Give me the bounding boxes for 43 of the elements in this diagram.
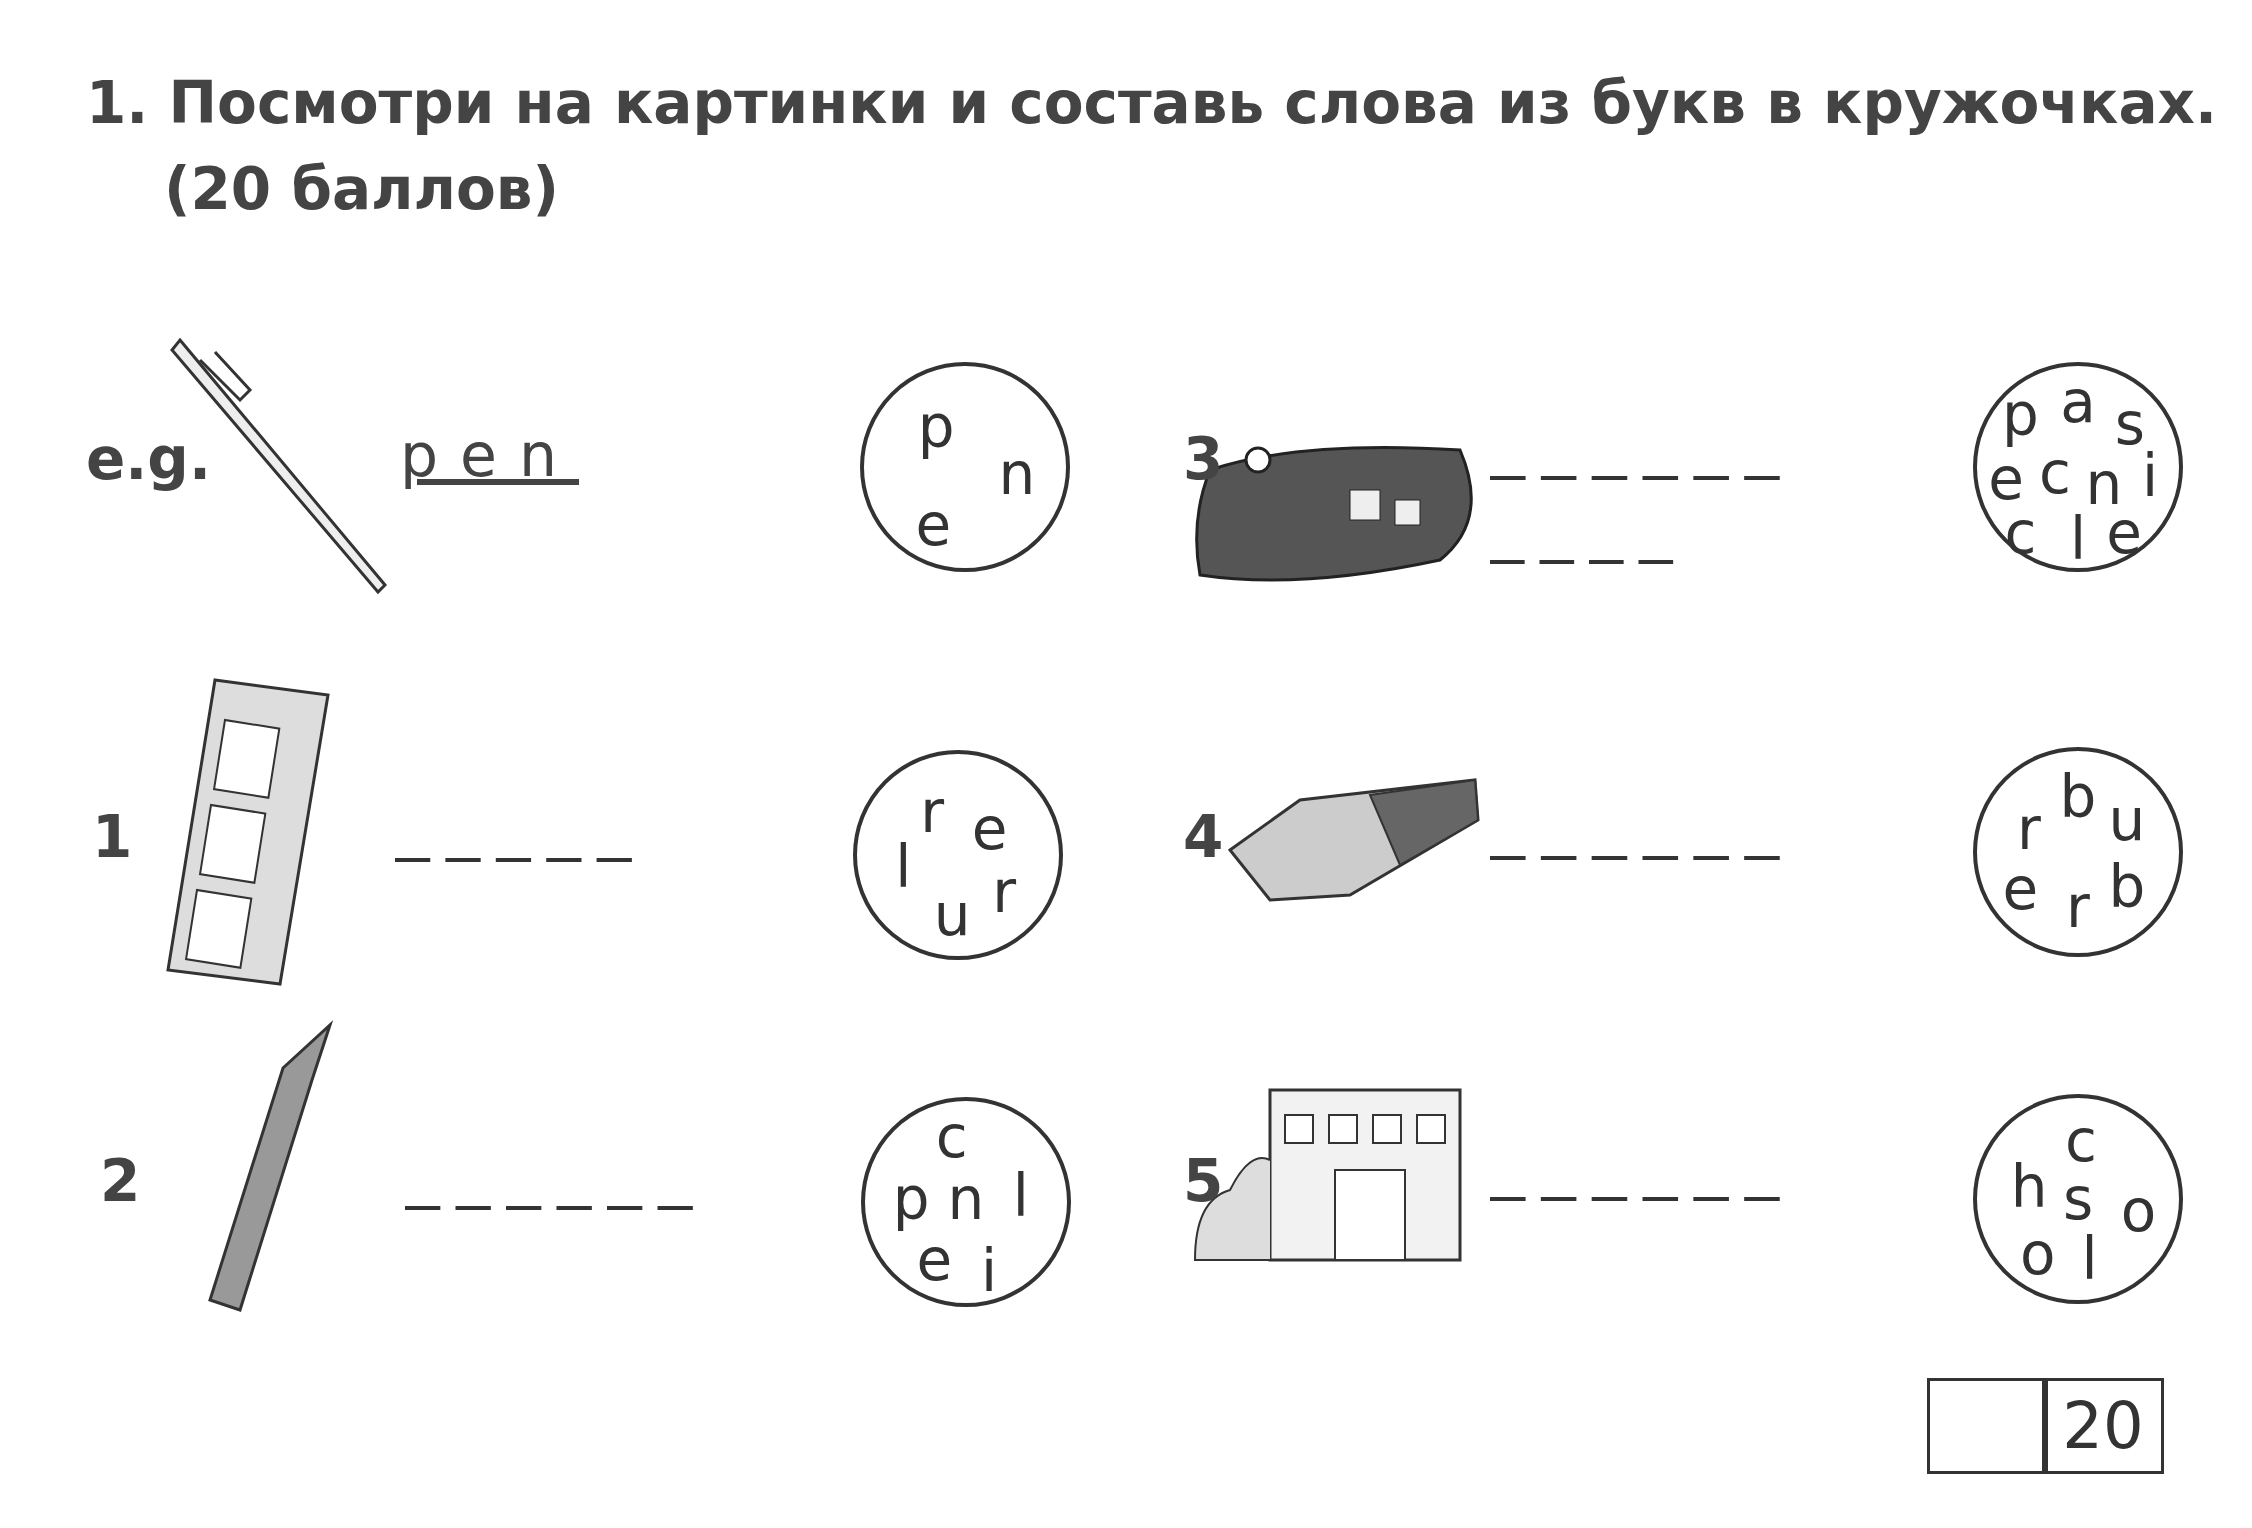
- letter: e: [971, 800, 1008, 859]
- letter: e: [1988, 449, 2024, 508]
- letter-circle: [1973, 1094, 2183, 1304]
- letter: l: [1012, 1167, 1029, 1226]
- letter-circle: [860, 362, 1070, 572]
- item-number: 4: [1183, 808, 1224, 866]
- letter: u: [2108, 791, 2146, 850]
- score-cell: 20: [2042, 1378, 2164, 1474]
- letter: p: [2002, 386, 2039, 445]
- letter: o: [2019, 1224, 2056, 1283]
- letter: s: [2062, 1170, 2094, 1228]
- letter: c: [2064, 1112, 2097, 1171]
- letter: e: [915, 495, 952, 554]
- letter: r: [2017, 799, 2041, 858]
- letter-circle: [1973, 747, 2183, 957]
- letter: r: [2066, 877, 2090, 936]
- letter: b: [2108, 857, 2146, 916]
- letter: l: [2081, 1230, 2098, 1289]
- letter: b: [2059, 768, 2097, 827]
- letter: a: [2060, 373, 2096, 432]
- letter: h: [2010, 1158, 2048, 1217]
- letter: i: [980, 1242, 998, 1301]
- letter: c: [935, 1108, 968, 1167]
- letter: l: [2069, 510, 2087, 568]
- letter: o: [2120, 1181, 2157, 1240]
- item-number: 5: [1183, 1152, 1224, 1210]
- item-number: 1: [92, 808, 133, 866]
- letter: l: [895, 837, 912, 896]
- letter: c: [2039, 443, 2071, 502]
- letter-circle: [853, 750, 1063, 960]
- letter-circle: [861, 1097, 1071, 1307]
- letter: n: [998, 445, 1036, 504]
- letter: e: [2002, 860, 2039, 919]
- task-heading: 1. Посмотри на картинки и составь слова из букв в кружочках. (20 баллов): [86, 68, 2219, 225]
- letter-circle: [1973, 362, 2183, 572]
- letter: e: [916, 1230, 953, 1289]
- item-number: 3: [1183, 430, 1224, 488]
- item-number: 2: [100, 1152, 141, 1210]
- letter: n: [947, 1170, 985, 1229]
- letter: p: [892, 1170, 930, 1229]
- letter: u: [933, 886, 971, 945]
- letter: r: [920, 782, 944, 841]
- letter: r: [992, 863, 1016, 922]
